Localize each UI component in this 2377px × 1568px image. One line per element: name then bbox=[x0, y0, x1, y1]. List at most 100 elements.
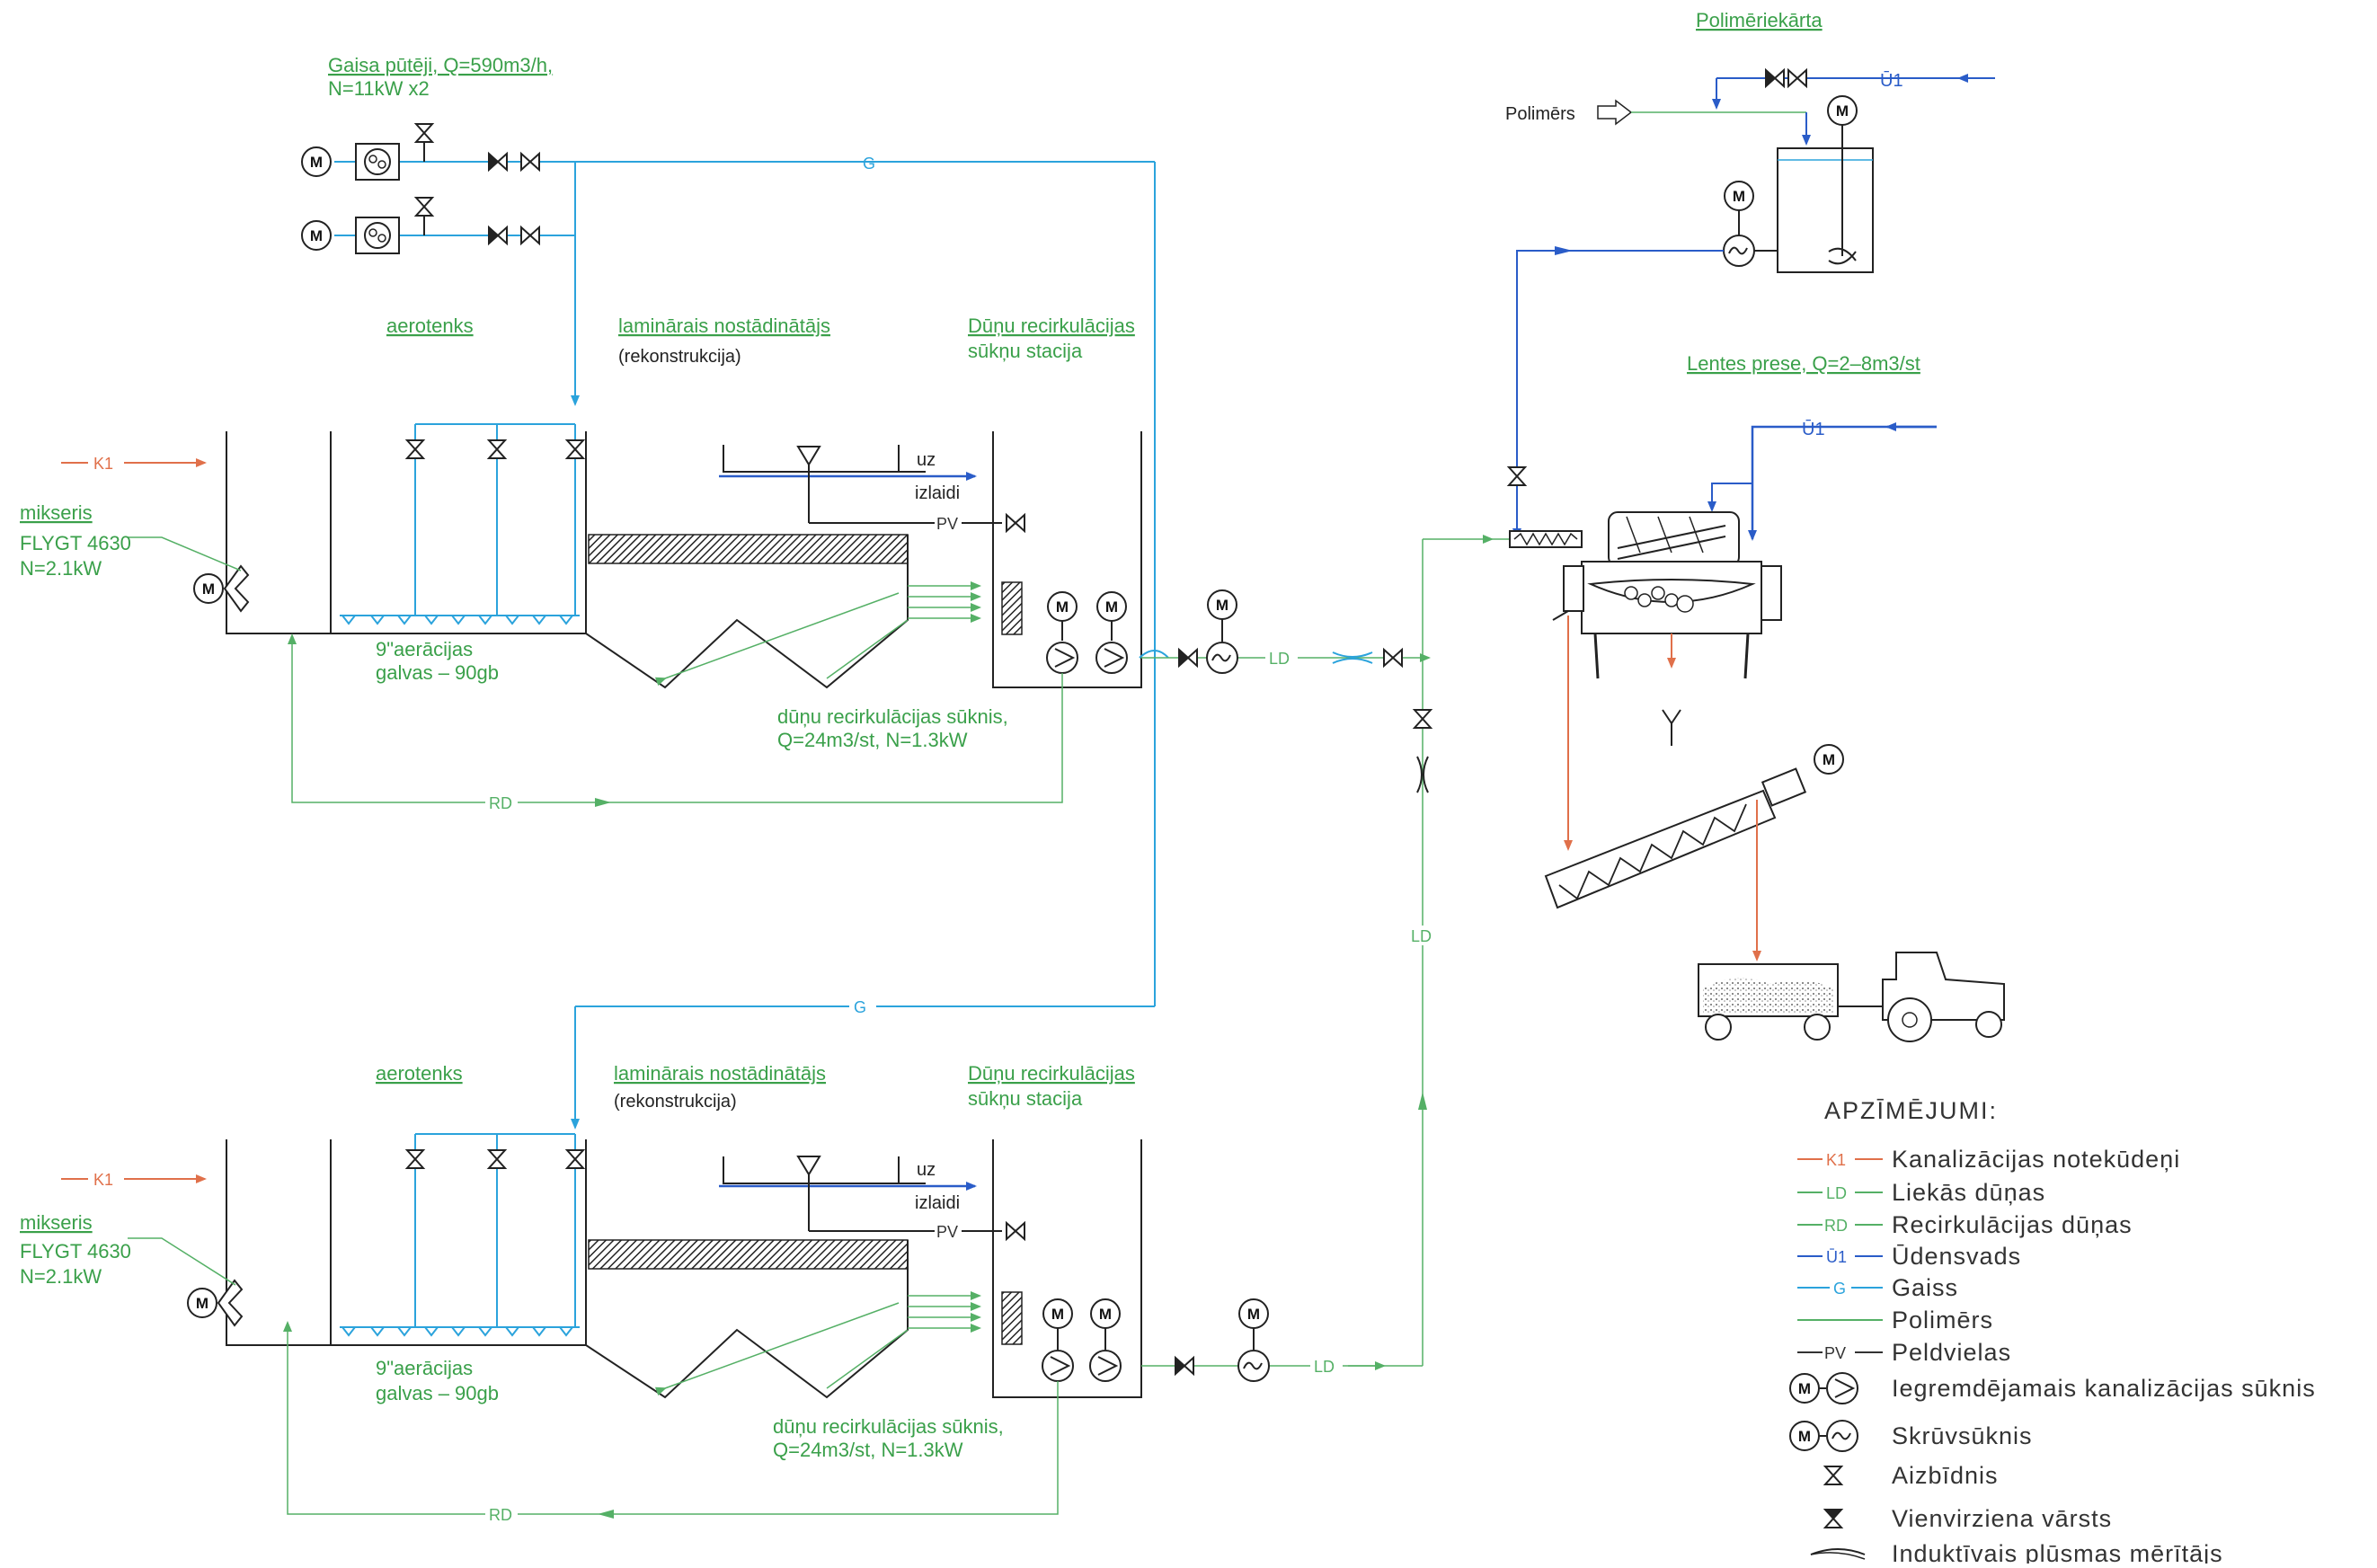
legend-label-sewage: Kanalizācijas notekūdeņi bbox=[1892, 1146, 2180, 1173]
train1-outlet-sub: izlaidi bbox=[915, 483, 960, 503]
screw-conveyor bbox=[1544, 744, 1844, 961]
train2-pump1-motor-icon bbox=[1042, 1298, 1073, 1329]
belt-press: Lentes prese, Q=2–8m3/st Ū1 bbox=[1509, 352, 1937, 851]
train2-screen bbox=[1001, 1291, 1023, 1345]
main-ld-riser: LD bbox=[1409, 535, 1510, 1366]
polymer-input-arrow-icon bbox=[1597, 99, 1633, 126]
legend-label-flowmeter: Induktīvais plūsmas mērītājs bbox=[1892, 1540, 2223, 1564]
train2-lamella-pack bbox=[588, 1239, 909, 1270]
train1-pump2-motor-icon bbox=[1096, 591, 1127, 622]
legend-item-flowmeter: Induktīvais plūsmas mērītājs bbox=[1810, 1540, 2223, 1567]
screw-pump-motor-icon bbox=[1789, 1421, 1820, 1451]
blower2-motor-icon bbox=[301, 220, 332, 251]
train2-pv-valve-icon bbox=[1006, 1222, 1025, 1240]
train2-pump1-icon bbox=[1042, 1350, 1074, 1382]
train2-settler-label: laminārais nostādinātājs bbox=[614, 1062, 826, 1085]
train1-mixer-propeller-icon bbox=[223, 564, 250, 613]
train2-pv-code: PV bbox=[936, 1223, 958, 1241]
polymer-water-code: Ū1 bbox=[1880, 70, 1903, 91]
train1-air-valve-1-icon bbox=[406, 439, 424, 459]
legend-label-water: Ūdensvads bbox=[1892, 1243, 2021, 1270]
train1-pump-sump bbox=[992, 431, 1142, 688]
screw-pump-icon bbox=[1826, 1420, 1858, 1452]
legend-title: APZĪMĒJUMI: bbox=[1824, 1097, 1998, 1124]
legend-item-floatables: PV Peldvielas bbox=[1797, 1339, 2011, 1366]
train2-aeration-sub: galvas – 90gb bbox=[376, 1382, 499, 1404]
polymer-mixer-motor-icon bbox=[1827, 95, 1858, 126]
legend-label-gate-valve: Aizbīdnis bbox=[1892, 1462, 1999, 1489]
train1-aeration-sub: galvas – 90gb bbox=[376, 661, 499, 684]
train-1: aerotenks laminārais nostādinātājs (reko… bbox=[20, 314, 1431, 812]
train1-rd-code: RD bbox=[489, 794, 512, 812]
train1-pump-spec: Q=24m3/st, N=1.3kW bbox=[777, 729, 968, 751]
blowers-power: N=11kW x2 bbox=[328, 77, 430, 100]
legend-item-submersible-pump: Iegremdējamais kanalizācijas sūknis bbox=[1789, 1372, 2315, 1404]
polymer-dose-line bbox=[1512, 250, 1724, 539]
legend-code-k1: K1 bbox=[1826, 1151, 1846, 1169]
train2-rd-line bbox=[283, 1321, 1059, 1515]
train2-screwpump-icon bbox=[1237, 1350, 1270, 1382]
train2-ld-code: LD bbox=[1314, 1358, 1335, 1376]
train2-pump-label: dūņu recirkulācijas sūknis, bbox=[773, 1415, 1004, 1438]
train2-mixer-model: FLYGT 4630 bbox=[20, 1240, 131, 1262]
belt-press-title: Lentes prese, Q=2–8m3/st bbox=[1687, 352, 1920, 375]
train1-aeration-label: 9"aerācijas bbox=[376, 638, 473, 660]
blower1-check-valve-icon bbox=[488, 153, 508, 171]
train2-rd-code: RD bbox=[489, 1506, 512, 1524]
legend-code-u1: Ū1 bbox=[1826, 1248, 1847, 1266]
train1-mixer-model: FLYGT 4630 bbox=[20, 532, 131, 554]
train1-pump-label: dūņu recirkulācijas sūknis, bbox=[777, 705, 1008, 728]
legend-label-air: Gaiss bbox=[1892, 1274, 1958, 1301]
blower1-relief-valve-icon bbox=[415, 123, 433, 143]
press-filtrate-drain-icon bbox=[1662, 709, 1681, 746]
train1-air-valve-3-icon bbox=[566, 439, 584, 459]
train1-air-valve-2-icon bbox=[488, 439, 506, 459]
polymer-water-check-valve-icon bbox=[1765, 69, 1785, 87]
train1-ld-code: LD bbox=[1269, 650, 1290, 668]
train2-level-icon bbox=[796, 1156, 821, 1176]
train1-lamella-pack bbox=[588, 534, 909, 564]
blowers-title: Gaisa pūtēji, Q=590m3/h, bbox=[328, 54, 553, 76]
legend-item-gate-valve: Aizbīdnis bbox=[1824, 1462, 1999, 1489]
train2-air-valve-1-icon bbox=[406, 1149, 424, 1169]
train1-rd-line bbox=[288, 633, 1063, 803]
train1-pumpstation-sub: sūkņu stacija bbox=[968, 340, 1083, 362]
main-ld-code: LD bbox=[1411, 927, 1432, 945]
train2-mixer-label: mikseris bbox=[20, 1211, 93, 1234]
train2-mixer-motor-icon bbox=[187, 1288, 217, 1318]
belt-press-water-code: Ū1 bbox=[1802, 419, 1825, 439]
air-line-code: G bbox=[863, 155, 875, 173]
blower2-check-valve-icon bbox=[488, 226, 508, 244]
polymer-input-label: Polimērs bbox=[1505, 104, 1575, 124]
train2-air-valve-3-icon bbox=[566, 1149, 584, 1169]
train2-mixer-propeller-icon bbox=[217, 1279, 244, 1327]
train-2: G aerotenks laminārais nostādinātājs (re… bbox=[20, 997, 1423, 1524]
legend-item-sewage: K1 Kanalizācijas notekūdeņi bbox=[1797, 1146, 2180, 1173]
train2-aerotank bbox=[226, 1139, 587, 1346]
legend-label-screw-pump: Skrūvsūknis bbox=[1892, 1422, 2033, 1449]
train1-aerotank-label: aerotenks bbox=[386, 314, 474, 337]
train1-outlet-label: uz bbox=[917, 450, 936, 470]
train2-diffusers bbox=[341, 1326, 573, 1336]
train1-aerotank bbox=[226, 431, 587, 634]
train1-pump2-icon bbox=[1095, 642, 1128, 674]
polymer-tank bbox=[1777, 147, 1874, 273]
submersible-pump-motor-icon bbox=[1789, 1373, 1820, 1404]
legend-label-check-valve: Vienvirziena vārsts bbox=[1892, 1505, 2112, 1532]
train2-outlet-label: uz bbox=[917, 1160, 936, 1180]
legend-item-excess-sludge: LD Liekās dūņas bbox=[1797, 1179, 2044, 1206]
train1-pumpstation-label: Dūņu recirkulācijas bbox=[968, 314, 1135, 337]
train1-level-icon bbox=[796, 446, 821, 466]
legend-label-floatables: Peldvielas bbox=[1892, 1339, 2011, 1366]
legend-item-air: G Gaiss bbox=[1797, 1274, 1958, 1301]
legend-item-recirculation-sludge: RD Recirkulācijas dūņas bbox=[1797, 1211, 2132, 1238]
train1-screen bbox=[1001, 581, 1023, 635]
blower-group: Gaisa pūtēji, Q=590m3/h, N=11kW x2 G bbox=[301, 54, 1156, 1006]
polymer-unit: Polimēriekārta Ū1 Polimērs bbox=[1505, 9, 1995, 539]
polymer-water-valve-icon bbox=[1787, 69, 1807, 87]
train2-k1-code: K1 bbox=[93, 1171, 113, 1189]
train1-mixer-power: N=2.1kW bbox=[20, 557, 102, 580]
legend-label-polymer: Polimērs bbox=[1892, 1307, 1993, 1333]
main-flowmeter-icon bbox=[1416, 756, 1429, 793]
